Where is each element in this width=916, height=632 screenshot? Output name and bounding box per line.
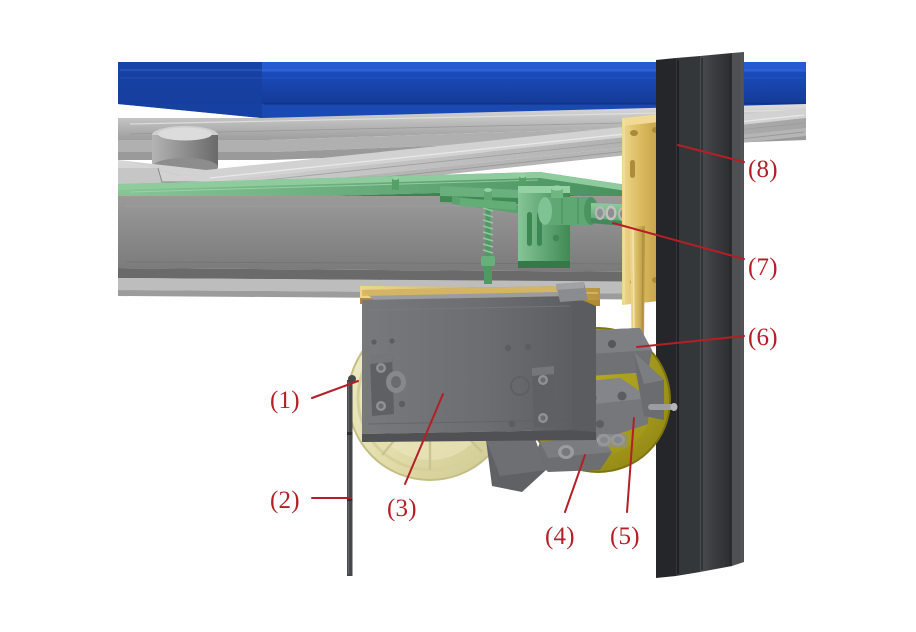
leader-line-4 — [564, 454, 586, 513]
housing-right-bracket — [532, 366, 556, 428]
callout-label-6: (6) — [748, 324, 778, 351]
car-body-blue-panel — [118, 62, 806, 118]
leader-line-5 — [626, 417, 635, 513]
callout-label-3: (3) — [387, 495, 417, 522]
housing-left-bracket — [370, 354, 406, 416]
callout-label-1: (1) — [270, 387, 300, 414]
safety-gear-housing — [362, 286, 596, 442]
guide-rail-column — [656, 52, 744, 578]
leader-line-7 — [612, 222, 745, 260]
leader-line-3 — [404, 393, 444, 485]
callout-label-4: (4) — [545, 523, 575, 550]
callout-label-2: (2) — [270, 487, 300, 514]
callout-label-5: (5) — [610, 523, 640, 550]
callout-label-7: (7) — [748, 254, 778, 281]
leader-line-1 — [311, 380, 359, 399]
leader-line-6 — [636, 335, 745, 348]
housing-top-tab — [556, 282, 588, 302]
adjustment-screw — [460, 188, 516, 284]
sill-cylindrical-boss — [152, 126, 218, 176]
governor-cable — [347, 380, 353, 576]
leader-line-8 — [677, 144, 745, 163]
callout-label-8: (8) — [748, 156, 778, 183]
